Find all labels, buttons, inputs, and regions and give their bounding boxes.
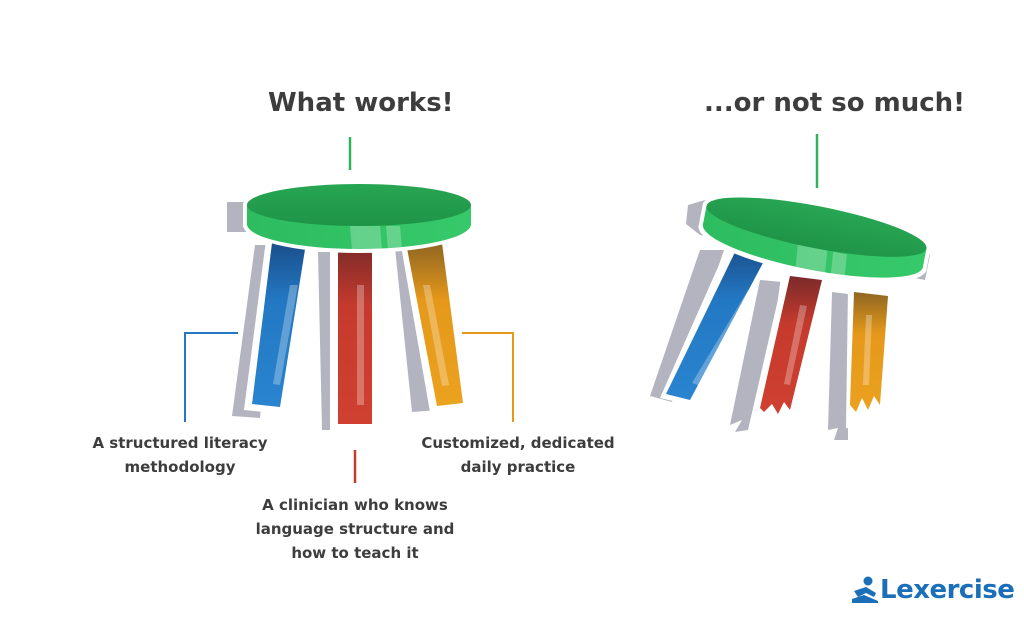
label-structured-literacy: A structured literacy methodology: [70, 431, 290, 479]
label-line: Customized, dedicated: [421, 434, 615, 452]
lexercise-logo: Lexercise: [850, 575, 1015, 605]
broken-stool: [650, 193, 931, 440]
red-leg: [338, 243, 372, 424]
label-line: A structured literacy: [92, 434, 268, 452]
blue-connector: [184, 332, 238, 422]
label-line: how to teach it: [291, 544, 419, 562]
stable-stool: [227, 181, 475, 430]
blue-leg: [252, 243, 306, 407]
reading-person-icon: [852, 576, 878, 603]
blue-leg: [666, 246, 772, 400]
orange-leg: [850, 292, 888, 412]
seat: [698, 193, 931, 283]
leg-highlight: [273, 285, 449, 405]
label-clinician: A clinician who knows language structure…: [245, 493, 465, 565]
orange-leg: [406, 243, 463, 406]
red-leg: [760, 276, 822, 414]
heading-not-so-much: ...or not so much!: [704, 88, 965, 118]
orange-connector: [462, 332, 514, 422]
logo-text: Lexercise: [880, 575, 1015, 605]
label-line: A clinician who knows: [262, 496, 448, 514]
leg-highlight: [692, 290, 872, 385]
seat: [243, 181, 475, 253]
label-line: daily practice: [460, 458, 576, 476]
label-daily-practice: Customized, dedicated daily practice: [408, 431, 628, 479]
heading-what-works: What works!: [268, 88, 454, 118]
label-line: language structure and: [255, 520, 455, 538]
label-line: methodology: [124, 458, 236, 476]
